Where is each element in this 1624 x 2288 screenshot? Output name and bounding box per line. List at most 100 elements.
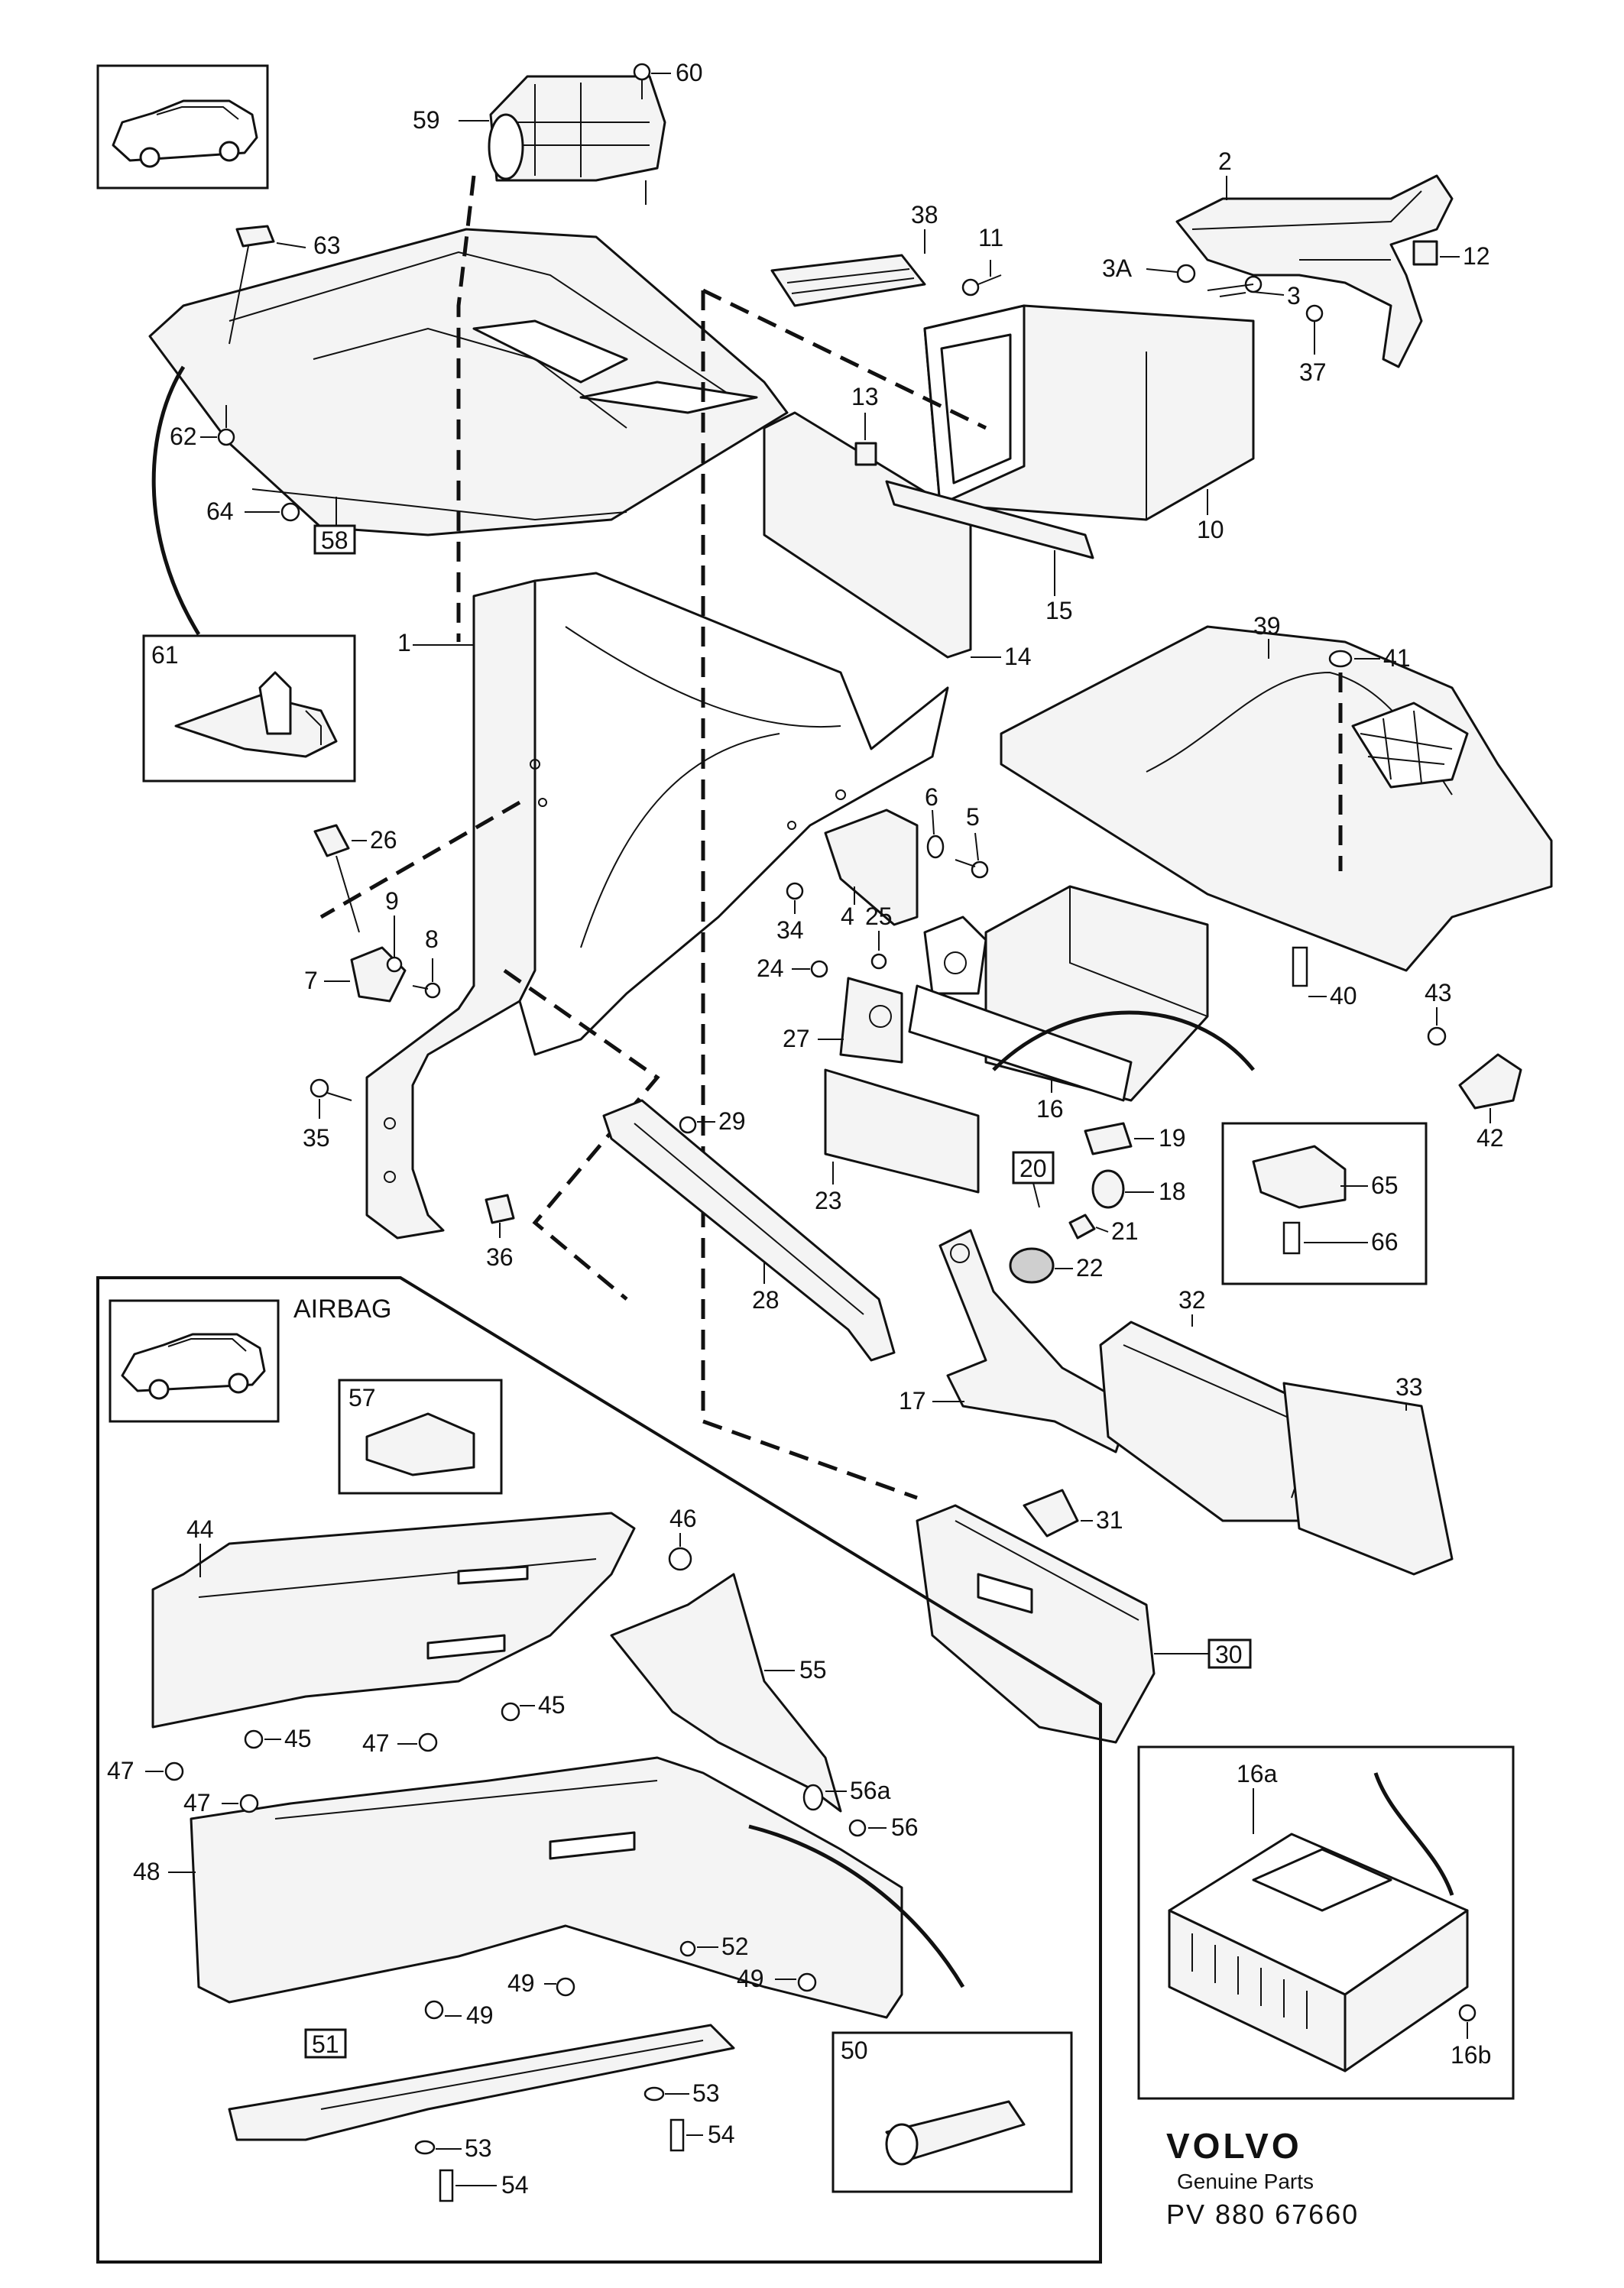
part-19-clip: 19 bbox=[1084, 1122, 1186, 1155]
callout-30: 30 bbox=[1215, 1641, 1243, 1668]
callout-47-c: 47 bbox=[362, 1729, 390, 1757]
wiring-curve-50 bbox=[748, 1824, 965, 1988]
callout-65: 65 bbox=[1371, 1172, 1399, 1199]
part-20-switch: 20 bbox=[1012, 1151, 1055, 1208]
part-25-clip: 25 bbox=[865, 903, 893, 970]
part-62-screw: 62 bbox=[170, 405, 235, 450]
callout-55: 55 bbox=[799, 1656, 827, 1684]
part-49-screw-c: 49 bbox=[737, 1965, 817, 1992]
callout-24: 24 bbox=[757, 954, 784, 982]
callout-49-c: 49 bbox=[737, 1965, 764, 1992]
part-49-screw-b: 49 bbox=[507, 1969, 575, 1997]
part-58-air-duct-panel: 58 bbox=[148, 228, 789, 555]
alignment-line-panel bbox=[319, 800, 660, 1301]
callout-61: 61 bbox=[151, 641, 179, 669]
part-4-bracket: 4 bbox=[824, 809, 919, 930]
part-59-air-vent: 59 bbox=[413, 75, 666, 205]
part-39-shelf: 39 bbox=[1000, 612, 1553, 972]
callout-38: 38 bbox=[911, 201, 938, 228]
part-55-side-bracket: 55 bbox=[610, 1573, 842, 1813]
part-53-washer-b: 53 bbox=[414, 2134, 492, 2162]
callout-3a: 3A bbox=[1102, 254, 1133, 282]
callout-63: 63 bbox=[313, 232, 341, 259]
part-56-screw: 56 bbox=[848, 1813, 919, 1841]
part-17-lever: 17 bbox=[899, 1229, 1133, 1453]
part-47-screw-c: 47 bbox=[362, 1729, 438, 1757]
callout-59: 59 bbox=[413, 106, 440, 134]
part-64-screw: 64 bbox=[206, 497, 300, 525]
callout-54-a: 54 bbox=[708, 2121, 735, 2148]
part-15-trim-strip: 15 bbox=[885, 480, 1094, 624]
callout-47-a: 47 bbox=[107, 1757, 135, 1784]
callout-4: 4 bbox=[841, 903, 854, 930]
part-51-lower-rail: 51 bbox=[228, 2024, 735, 2141]
part-40-bolt: 40 bbox=[1292, 946, 1357, 1010]
callout-53-a: 53 bbox=[692, 2079, 720, 2107]
callout-27: 27 bbox=[783, 1025, 810, 1052]
part-11-screw: 11 bbox=[961, 224, 1003, 297]
callout-23: 23 bbox=[815, 1187, 842, 1214]
part-18-lamp-socket: 18 bbox=[1091, 1169, 1186, 1209]
part-35-screw: 35 bbox=[303, 1078, 352, 1152]
callout-49-a: 49 bbox=[466, 2001, 494, 2029]
part-34-screw: 34 bbox=[776, 882, 804, 944]
part-24-screw: 24 bbox=[757, 954, 828, 982]
callout-26: 26 bbox=[370, 826, 397, 854]
part-8-screw: 8 bbox=[412, 925, 441, 999]
part-10-radio-housing: 10 bbox=[923, 304, 1255, 543]
callout-15: 15 bbox=[1045, 597, 1073, 624]
part-42-clip: 42 bbox=[1458, 1053, 1522, 1152]
part-28-support-rail: 28 bbox=[602, 1099, 896, 1362]
callout-35: 35 bbox=[303, 1124, 330, 1152]
callout-57: 57 bbox=[348, 1384, 376, 1411]
part-9-washer: 9 bbox=[385, 887, 403, 973]
part-47-screw-a: 47 bbox=[107, 1757, 184, 1784]
callout-54-b: 54 bbox=[501, 2171, 529, 2199]
callout-10: 10 bbox=[1197, 516, 1224, 543]
callout-34: 34 bbox=[776, 916, 804, 944]
callout-28: 28 bbox=[752, 1286, 780, 1314]
inset-16a-control-unit: 16a 16b bbox=[1137, 1745, 1515, 2100]
callout-51: 51 bbox=[312, 2030, 339, 2058]
callout-42: 42 bbox=[1477, 1124, 1504, 1152]
airbag-title: AIRBAG bbox=[293, 1295, 391, 1324]
callout-45-b: 45 bbox=[538, 1691, 566, 1719]
part-45-screw-b: 45 bbox=[501, 1691, 566, 1722]
part-13-clip: 13 bbox=[851, 383, 879, 466]
part-26-clip: 26 bbox=[313, 824, 397, 933]
part-2-mounting-bracket: 2 bbox=[1175, 147, 1454, 368]
callout-49-b: 49 bbox=[507, 1969, 535, 1997]
part-29-screw: 29 bbox=[679, 1107, 746, 1135]
inset-61-clip-detail: 61 bbox=[142, 634, 356, 783]
callout-16a: 16a bbox=[1237, 1760, 1278, 1787]
part-48-lower-panel: 48 bbox=[133, 1756, 903, 2019]
part-41-grommet: 41 bbox=[1328, 644, 1411, 871]
callout-44: 44 bbox=[186, 1515, 214, 1543]
part-22-lens: 22 bbox=[1009, 1247, 1104, 1284]
callout-62: 62 bbox=[170, 423, 197, 450]
part-6-washer: 6 bbox=[925, 783, 945, 859]
part-45-screw-a: 45 bbox=[244, 1725, 312, 1752]
part-31-latch: 31 bbox=[1023, 1489, 1123, 1538]
part-33-panel: 33 bbox=[1282, 1373, 1454, 1576]
callout-16: 16 bbox=[1036, 1095, 1064, 1123]
callout-58-box bbox=[313, 524, 356, 555]
part-3-bolt: 3 bbox=[1207, 275, 1301, 309]
callout-51-box bbox=[304, 2028, 347, 2059]
part-49-screw-a: 49 bbox=[424, 2000, 494, 2029]
alignment-line-vent bbox=[456, 175, 476, 642]
part-53-washer-a: 53 bbox=[643, 2079, 720, 2107]
part-36-nut: 36 bbox=[485, 1194, 515, 1271]
callout-36: 36 bbox=[486, 1243, 514, 1271]
callout-60: 60 bbox=[676, 59, 703, 86]
callout-47-b: 47 bbox=[183, 1789, 211, 1816]
callout-37: 37 bbox=[1299, 358, 1327, 386]
callout-25: 25 bbox=[865, 903, 893, 930]
callout-56a: 56a bbox=[850, 1777, 891, 1804]
callout-11: 11 bbox=[978, 224, 1003, 251]
part-54-screw-b: 54 bbox=[439, 2169, 529, 2202]
callout-40: 40 bbox=[1330, 982, 1357, 1010]
callout-53-b: 53 bbox=[465, 2134, 492, 2162]
callout-20: 20 bbox=[1019, 1155, 1047, 1182]
callout-17: 17 bbox=[899, 1387, 926, 1415]
